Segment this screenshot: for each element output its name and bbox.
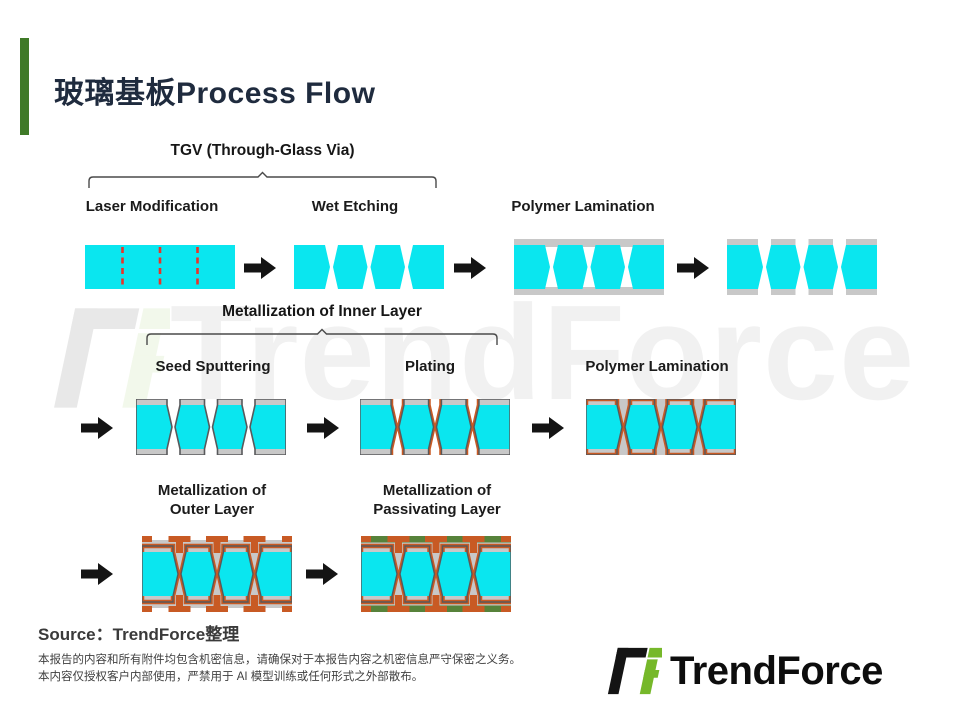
step-label-metallization-passivating: Metallization of Passivating Layer — [347, 481, 527, 519]
row1-group-header: TGV (Through-Glass Via) — [170, 142, 355, 159]
row1-bracket — [88, 171, 437, 188]
step-label-line: Metallization of — [382, 482, 492, 499]
row2-bracket — [146, 328, 498, 345]
arrow-right-icon — [676, 257, 710, 279]
logo-text: TrendForce — [670, 648, 883, 693]
plating-graphic — [360, 399, 510, 455]
source-line: Source：TrendForce整理 — [38, 625, 240, 644]
title-accent-bar — [20, 38, 29, 135]
page-title: 玻璃基板Process Flow — [54, 77, 376, 110]
step-label-metallization-outer: Metallization of Outer Layer — [122, 481, 302, 519]
step-label-line: Outer Layer — [169, 501, 255, 518]
arrow-right-icon — [80, 417, 114, 439]
step-label-line: Metallization of — [157, 482, 267, 499]
arrow-right-icon — [80, 563, 114, 585]
via-opened-graphic — [727, 239, 877, 295]
step-label-wet-etching: Wet Etching — [311, 198, 399, 215]
step-label-polymer-lamination-2: Polymer Lamination — [585, 358, 729, 375]
row2-group-header: Metallization of Inner Layer — [222, 303, 422, 320]
arrow-right-icon — [243, 257, 277, 279]
trendforce-logo: TrendForce — [606, 641, 883, 701]
laser-modification-graphic — [85, 245, 235, 289]
metallization-passivating-layer-graphic — [361, 536, 511, 612]
arrow-right-icon — [306, 417, 340, 439]
step-label-plating: Plating — [404, 358, 455, 375]
arrow-right-icon — [453, 257, 487, 279]
wet-etching-graphic — [294, 245, 444, 289]
disclaimer-line-1: 本报告的内容和所有附件均包含机密信息，请确保对于本报告内容之机密信息严守保密之义… — [38, 654, 521, 666]
polymer-lamination-graphic-1 — [514, 239, 664, 295]
step-label-line: Passivating Layer — [373, 501, 501, 518]
polymer-lamination-graphic-2 — [586, 399, 736, 455]
disclaimer-line-2: 本内容仅授权客户内部使用，严禁用于 AI 模型训练或任何形式之外部散布。 — [38, 671, 424, 683]
metallization-outer-layer-graphic — [142, 536, 292, 612]
arrow-right-icon — [305, 563, 339, 585]
step-label-seed-sputtering: Seed Sputtering — [155, 358, 271, 375]
step-label-polymer-lamination-1: Polymer Lamination — [511, 198, 655, 215]
step-label-laser-modification: Laser Modification — [85, 198, 219, 215]
arrow-right-icon — [531, 417, 565, 439]
seed-sputtering-graphic — [136, 399, 286, 455]
trendforce-logo-icon — [607, 647, 662, 695]
